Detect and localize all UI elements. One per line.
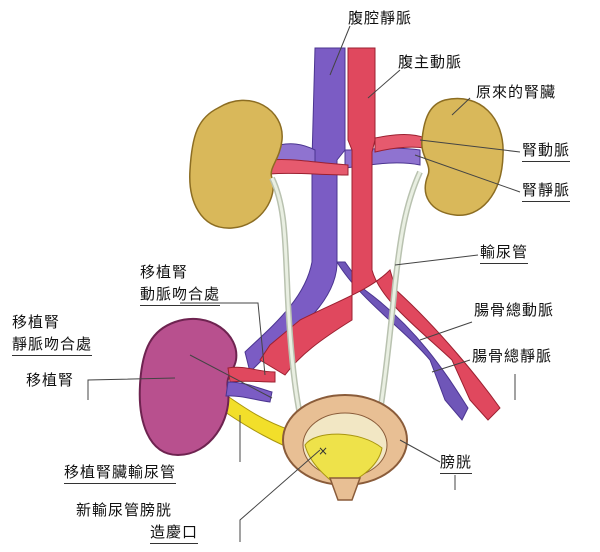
label-ureter: 輸尿管 [480, 242, 529, 264]
left-ureter-core [270, 177, 302, 416]
right-original-kidney [421, 97, 504, 216]
left-original-kidney [189, 99, 283, 229]
neo-orifice-mark: × [318, 444, 328, 458]
leader-graft-kidney [87, 377, 176, 400]
label-abdominal-aorta: 腹主動脈 [398, 53, 463, 71]
left-renal-artery [269, 158, 349, 176]
leader-iliac-artery [419, 321, 473, 341]
label-inferior-vena-cava: 腹腔靜脈 [348, 9, 413, 27]
label-bladder: 膀胱 [440, 452, 473, 474]
label-graft-vein-anastomosis-line2: 靜脈吻合處 [12, 334, 93, 356]
label-neo-orifice-line1: 新輸尿管膀胱 [76, 501, 173, 519]
label-renal-vein: 腎靜脈 [522, 180, 571, 202]
label-graft-ureter: 移植腎臟輸尿管 [64, 462, 177, 484]
right-iliac-vein [336, 261, 469, 421]
bladder-urine [304, 433, 383, 489]
label-original-kidney: 原來的腎臟 [476, 83, 557, 101]
transplanted-kidney [138, 317, 238, 457]
label-graft-vein-anastomosis-line1: 移植腎 [12, 313, 61, 331]
leader-renal-vein [414, 154, 521, 193]
leader-ivc [329, 25, 351, 76]
leader-bladder [399, 439, 441, 463]
label-iliac-vein: 腸骨總靜脈 [472, 347, 553, 365]
abdominal-aorta [259, 47, 501, 421]
leader-graft-artery [180, 302, 266, 376]
label-transplanted-kidney: 移植腎 [26, 371, 75, 389]
right-ureter-core [378, 171, 422, 413]
urethra [328, 477, 362, 501]
label-neo-orifice-line2: 造慶口 [150, 522, 199, 544]
graft-vein [225, 381, 273, 403]
leader-graft-vein [189, 354, 273, 399]
leader-iliac-vein [431, 359, 471, 373]
label-graft-artery-anastomosis-line2: 動脈吻合處 [140, 284, 221, 306]
label-iliac-artery: 腸骨總動脈 [474, 301, 555, 319]
leader-original-kidney [451, 97, 471, 116]
label-graft-artery-anastomosis-line1: 移植腎 [140, 263, 189, 281]
graft-artery [227, 366, 276, 383]
leader-renal-artery [419, 139, 521, 153]
leader-neo-orifice [239, 449, 321, 542]
leader-ureter [394, 254, 479, 266]
leader-aorta [367, 69, 401, 99]
label-renal-artery: 腎動脈 [522, 140, 571, 162]
